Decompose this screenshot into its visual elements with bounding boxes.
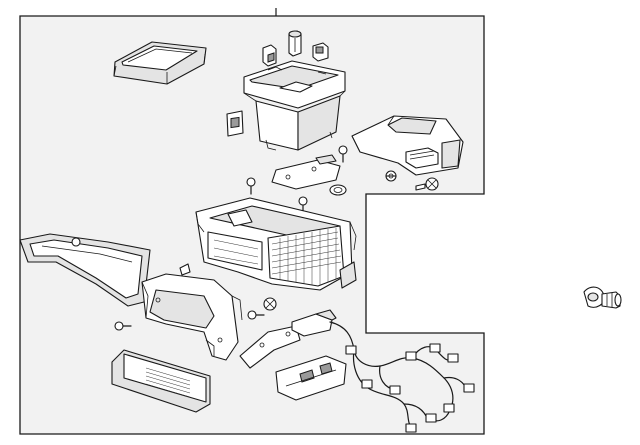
lid-tray-part [113, 41, 207, 85]
connector-clip-part [291, 309, 337, 337]
frame-mesh [271, 228, 342, 285]
vent-slats [145, 367, 191, 398]
mounting-bracket-part [239, 325, 347, 401]
console-frame-part [195, 197, 357, 291]
rear-vent-bezel-part [111, 349, 211, 413]
screws-center [246, 145, 348, 215]
bezel-fasteners [385, 170, 439, 191]
switch-plate-part [226, 110, 244, 137]
wiring-harness-part [329, 321, 475, 433]
cup-holder-bezel-part [351, 115, 464, 176]
screws-lower [114, 297, 277, 331]
side-trim-panel-part [19, 233, 191, 307]
push-pin-fastener-part [583, 286, 622, 309]
clips-part [262, 30, 329, 67]
bracket-plate-part [271, 154, 341, 190]
storage-bin-part [243, 60, 346, 151]
rear-panel-part [141, 273, 243, 361]
